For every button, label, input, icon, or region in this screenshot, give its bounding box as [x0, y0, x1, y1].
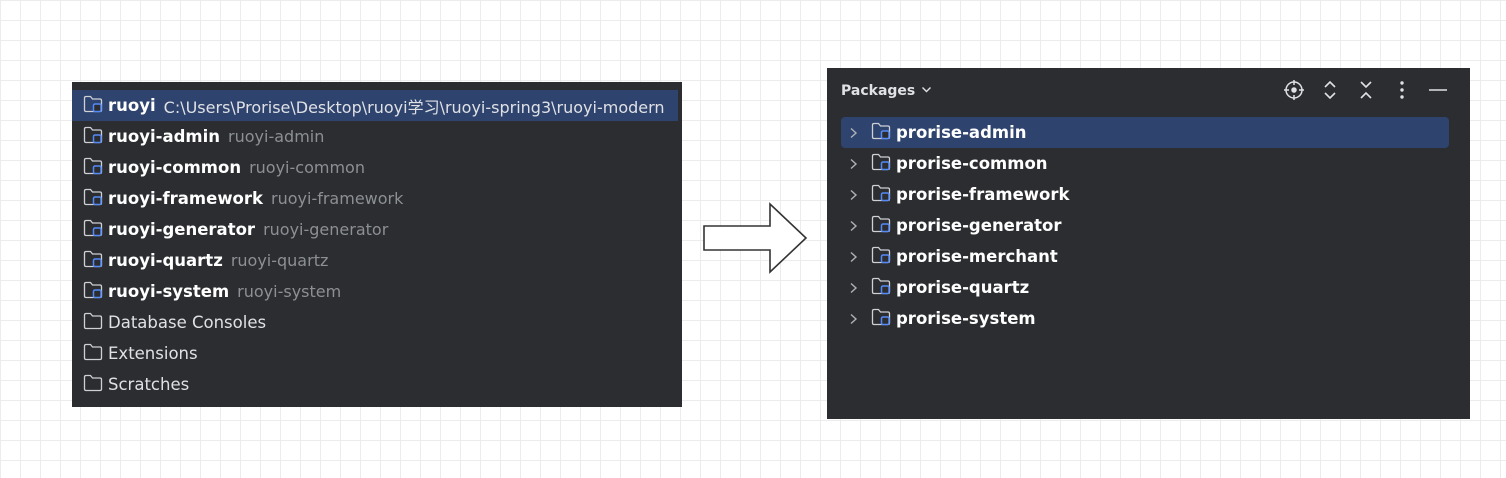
package-item[interactable]: prorise-generator: [841, 210, 1449, 241]
project-tree-panel: ruoyi C:\Users\Prorise\Desktop\ruoyi学习\ru…: [72, 82, 682, 407]
right-arrow-icon: [703, 202, 808, 274]
module-path: ruoyi-system: [237, 282, 342, 301]
tree-item-module[interactable]: ruoyi C:\Users\Prorise\Desktop\ruoyi学习\ru…: [72, 90, 678, 121]
tree-item-folder[interactable]: Extensions: [72, 338, 682, 369]
package-name: prorise-merchant: [896, 247, 1058, 266]
folder-icon: [83, 374, 103, 396]
package-item[interactable]: prorise-system: [841, 303, 1449, 334]
folder-icon: [83, 312, 103, 334]
module-list: ruoyi C:\Users\Prorise\Desktop\ruoyi学习\ru…: [72, 90, 682, 307]
package-item[interactable]: prorise-admin: [841, 117, 1449, 148]
chevron-right-icon[interactable]: [847, 282, 859, 294]
module-name: ruoyi-quartz: [108, 251, 223, 270]
module-folder-icon: [83, 95, 103, 117]
folder-icon: [83, 343, 103, 365]
module-folder-icon: [871, 308, 891, 330]
package-item[interactable]: prorise-merchant: [841, 241, 1449, 272]
package-name: prorise-system: [896, 309, 1036, 328]
view-title: Packages: [841, 83, 916, 99]
chevron-right-icon[interactable]: [847, 220, 859, 232]
chevron-right-icon[interactable]: [847, 313, 859, 325]
module-name: ruoyi: [108, 96, 156, 115]
package-name: prorise-framework: [896, 185, 1070, 204]
module-path: ruoyi-framework: [271, 189, 404, 208]
chevron-down-icon: [921, 83, 932, 99]
module-folder-icon: [871, 122, 891, 144]
package-item[interactable]: prorise-framework: [841, 179, 1449, 210]
package-list: prorise-admin prorise-common prorise-frame…: [841, 117, 1449, 334]
more-options-icon[interactable]: [1390, 78, 1414, 102]
module-name: ruoyi-framework: [108, 189, 264, 208]
module-name: ruoyi-common: [108, 158, 242, 177]
packages-panel: Packages: [827, 68, 1470, 419]
tree-item-folder[interactable]: Database Consoles: [72, 307, 682, 338]
module-folder-icon: [83, 188, 103, 210]
module-name: ruoyi-system: [108, 282, 230, 301]
module-folder-icon: [83, 250, 103, 272]
package-item[interactable]: prorise-quartz: [841, 272, 1449, 303]
folder-name: Extensions: [108, 344, 198, 363]
chevron-right-icon[interactable]: [847, 158, 859, 170]
module-name: ruoyi-generator: [108, 220, 256, 239]
module-folder-icon: [871, 246, 891, 268]
module-folder-icon: [83, 126, 103, 148]
folder-name: Scratches: [108, 375, 190, 394]
module-name: ruoyi-admin: [108, 127, 221, 146]
tree-item-module[interactable]: ruoyi-system ruoyi-system: [72, 276, 682, 307]
folder-name: Database Consoles: [108, 313, 267, 332]
chevron-right-icon[interactable]: [847, 127, 859, 139]
module-path: C:\Users\Prorise\Desktop\ruoyi学习\ruoyi-s…: [163, 97, 665, 117]
module-path: ruoyi-common: [249, 158, 365, 177]
module-path: ruoyi-generator: [263, 220, 389, 239]
hide-icon[interactable]: [1426, 78, 1450, 102]
module-path: ruoyi-quartz: [230, 251, 329, 270]
view-selector[interactable]: Packages: [841, 80, 932, 102]
tree-item-module[interactable]: ruoyi-framework ruoyi-framework: [72, 183, 682, 214]
collapse-all-icon[interactable]: [1354, 78, 1378, 102]
chevron-right-icon[interactable]: [847, 189, 859, 201]
package-name: prorise-generator: [896, 216, 1062, 235]
tree-item-module[interactable]: ruoyi-common ruoyi-common: [72, 152, 682, 183]
locate-icon[interactable]: [1282, 78, 1306, 102]
module-folder-icon: [83, 219, 103, 241]
package-item[interactable]: prorise-common: [841, 148, 1449, 179]
panel-toolbar: [1270, 78, 1450, 102]
tree-item-module[interactable]: ruoyi-quartz ruoyi-quartz: [72, 245, 682, 276]
tree-item-folder[interactable]: Scratches: [72, 369, 682, 400]
package-name: prorise-common: [896, 154, 1048, 173]
module-folder-icon: [871, 184, 891, 206]
module-path: ruoyi-admin: [228, 127, 325, 146]
chevron-right-icon[interactable]: [847, 251, 859, 263]
expand-all-icon[interactable]: [1318, 78, 1342, 102]
package-name: prorise-quartz: [896, 278, 1030, 297]
tree-item-module[interactable]: ruoyi-admin ruoyi-admin: [72, 121, 682, 152]
tree-item-module[interactable]: ruoyi-generator ruoyi-generator: [72, 214, 682, 245]
package-name: prorise-admin: [896, 123, 1027, 142]
module-folder-icon: [871, 277, 891, 299]
module-folder-icon: [871, 153, 891, 175]
module-folder-icon: [83, 281, 103, 303]
module-folder-icon: [871, 215, 891, 237]
module-folder-icon: [83, 157, 103, 179]
